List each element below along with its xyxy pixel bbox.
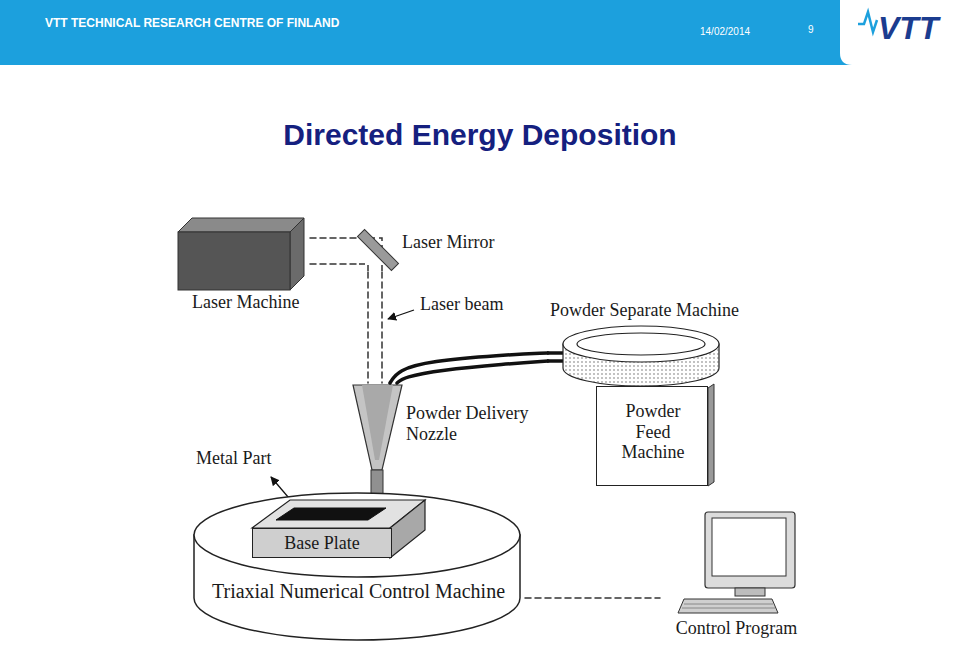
powder-feed-side — [708, 384, 714, 486]
node-label: Powder Separate Machine — [550, 300, 739, 321]
laser-machine — [178, 218, 304, 232]
base-plate-faces — [252, 500, 425, 558]
control-program-node: Control Program — [660, 508, 813, 644]
connector — [525, 597, 660, 599]
leader-line — [388, 310, 414, 319]
nc-machine-cylinder — [194, 493, 520, 577]
powder-separator-ring — [577, 333, 705, 355]
laser-mirror — [357, 229, 398, 273]
nozzle-node: Powder Delivery Nozzle — [350, 383, 550, 491]
powder-feed-box: Powder Feed Machine — [596, 386, 708, 486]
laser-machine — [178, 232, 290, 290]
laser-mirror — [359, 264, 368, 273]
laser-mirror-node: Laser Mirror — [360, 224, 510, 272]
base-plate-faces — [390, 500, 425, 558]
powder-separator-ring — [547, 326, 719, 386]
slide-date: 14/02/2014 — [700, 26, 750, 38]
computer — [705, 512, 795, 588]
slide-title: Directed Energy Deposition — [0, 118, 960, 152]
header-text: VTT TECHNICAL RESEARCH CENTRE OF FINLAND — [45, 17, 339, 31]
computer — [678, 512, 795, 613]
node-label: Powder Feed Machine — [613, 401, 693, 463]
powder-separator-ring — [563, 326, 719, 362]
node-label: Laser Machine — [192, 292, 299, 313]
nc-machine-node: Triaxial Numerical Control Machine Base P… — [192, 492, 525, 642]
powder-feed-side — [708, 384, 714, 486]
node-label: Powder Delivery Nozzle — [406, 403, 546, 444]
base-plate-box: Base Plate — [252, 528, 392, 558]
header-bar — [0, 0, 960, 65]
computer — [684, 604, 773, 605]
header-bar — [0, 0, 960, 65]
node-label: Triaxial Numerical Control Machine — [192, 580, 525, 603]
connector — [310, 238, 360, 264]
delivery-nozzle — [353, 385, 402, 470]
nc-machine-cylinder — [194, 493, 520, 640]
delivery-nozzle — [353, 385, 402, 503]
leader-line — [271, 310, 414, 511]
header-bar — [840, 0, 960, 65]
page-number: 9 — [808, 24, 814, 36]
computer — [682, 608, 775, 609]
base-plate-faces — [276, 508, 386, 520]
node-label: Base Plate — [253, 533, 391, 554]
laser-machine — [178, 218, 304, 290]
connector — [368, 272, 382, 383]
laser-mirror — [357, 229, 398, 270]
laser-machine — [290, 218, 304, 290]
header-bar — [858, 12, 877, 32]
computer — [712, 518, 786, 576]
callout-label: Metal Part — [196, 448, 271, 469]
callout-label: Laser beam — [420, 294, 503, 315]
connector — [390, 353, 548, 383]
logo-text: VTT — [878, 10, 938, 47]
powder-separator-node: Powder Separate Machine — [548, 300, 774, 386]
node-label: Laser Mirror — [402, 232, 494, 253]
delivery-nozzle — [362, 385, 393, 460]
node-label: Control Program — [660, 618, 813, 639]
laser-machine-node: Laser Machine — [176, 214, 310, 316]
computer — [678, 599, 778, 613]
computer — [735, 588, 765, 596]
